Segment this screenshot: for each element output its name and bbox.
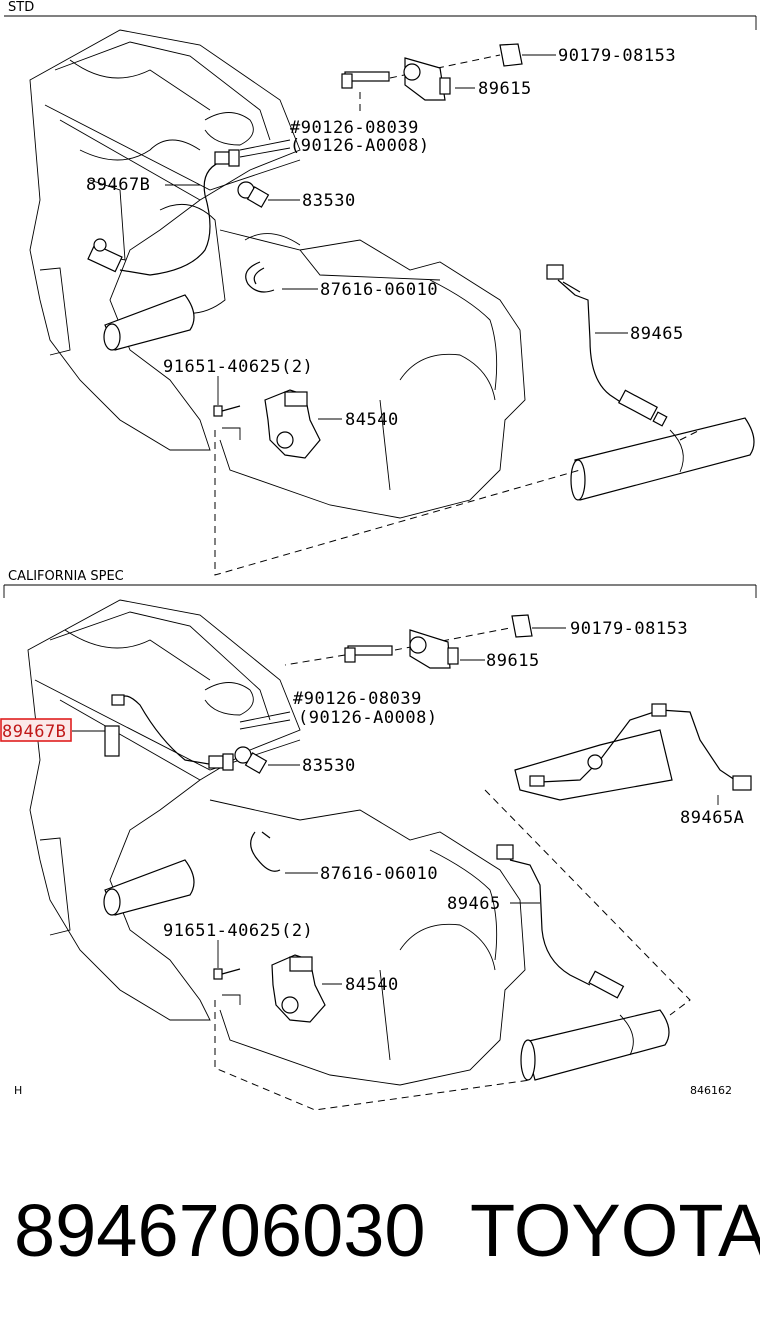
callout-label: 91651-40625(2)	[163, 921, 313, 941]
section-title: CALIFORNIA SPEC	[8, 569, 124, 584]
oil-pressure-switch-83530[interactable]	[234, 746, 300, 774]
callout-label: 83530	[302, 756, 356, 776]
highlighted-part-label[interactable]: 89467B	[2, 722, 66, 742]
callout-label: 89467B	[86, 175, 150, 195]
callout-label: 84540	[345, 410, 399, 430]
callout-label: 89465	[630, 324, 684, 344]
bolt-91651[interactable]	[213, 940, 241, 980]
diagram-svg: STD	[0, 0, 757, 1111]
callout-label: 87616-06010	[320, 864, 438, 884]
callout-label: 89615	[486, 651, 540, 671]
section-title: STD	[8, 0, 34, 15]
knock-sensor-89615[interactable]	[409, 629, 459, 669]
oxygen-sensor-89465[interactable]	[546, 264, 755, 501]
nut-90179[interactable]	[511, 614, 566, 638]
callout-label: 89465	[447, 894, 501, 914]
callout-label: 89615	[478, 79, 532, 99]
knock-sensor-89615[interactable]	[403, 57, 451, 101]
callout-label: 84540	[345, 975, 399, 995]
corner-mark-left: H	[14, 1084, 22, 1097]
oxygen-sensor-89467b[interactable]	[87, 149, 240, 276]
clamp-87616[interactable]	[245, 261, 318, 293]
callout-label: 90179-08153	[570, 619, 688, 639]
nut-90179[interactable]	[499, 43, 556, 67]
callout-label: #90126-08039	[290, 118, 419, 138]
oxygen-sensor-89465a[interactable]	[514, 703, 752, 805]
section-california-spec: CALIFORNIA SPEC	[0, 569, 757, 1111]
callout-label: 89465A	[680, 808, 744, 828]
callout-label: 83530	[302, 191, 356, 211]
brand-name: TOYOTA	[470, 1189, 760, 1272]
engine-block-outline	[29, 29, 526, 519]
callout-label: 91651-40625(2)	[163, 357, 313, 377]
callout-label: (90126-A0008)	[290, 136, 430, 156]
clamp-87616[interactable]	[250, 831, 318, 874]
part-number: 8946706030	[14, 1189, 426, 1272]
footer: 8946706030 TOYOTA	[0, 1180, 760, 1290]
callout-label: #90126-08039	[293, 689, 422, 709]
speed-sensor-84540[interactable]	[271, 954, 342, 1023]
speed-sensor-84540[interactable]	[264, 389, 342, 459]
oxygen-sensor-89465[interactable]	[496, 844, 670, 1081]
section-std: STD	[4, 0, 757, 576]
oil-pressure-switch-83530[interactable]	[237, 181, 300, 208]
bolt-91651[interactable]	[213, 376, 241, 417]
highlight-box	[0, 718, 72, 742]
engine-block-outline	[27, 599, 526, 1086]
oxygen-sensor-89467b[interactable]	[72, 694, 234, 771]
callout-label: 90179-08153	[558, 46, 676, 66]
callout-label: (90126-A0008)	[298, 708, 438, 728]
diagram-code: 846162	[690, 1084, 732, 1097]
callout-label: 87616-06010	[320, 280, 438, 300]
stud-bolt-90126[interactable]	[284, 627, 511, 666]
